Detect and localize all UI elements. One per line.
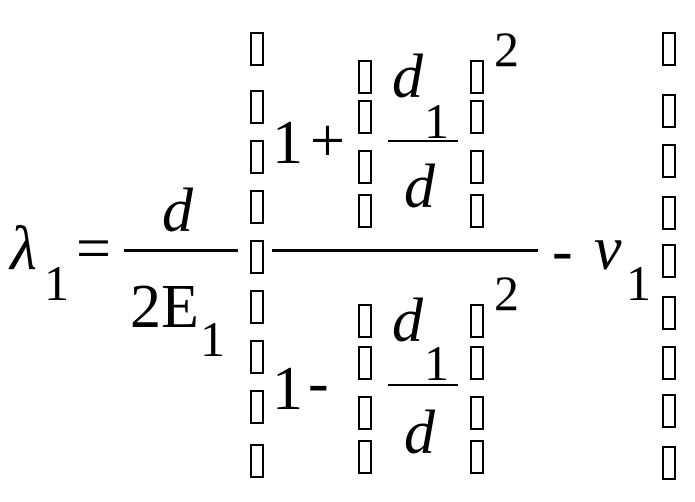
lambda-symbol: λ <box>10 215 37 283</box>
bracket-placeholder-box <box>470 440 484 474</box>
bracket-placeholder-box <box>358 194 372 228</box>
bracket-placeholder-box <box>250 140 264 174</box>
bracket-placeholder-box <box>250 32 264 66</box>
bracket-placeholder-box <box>662 144 676 178</box>
bracket-placeholder-box <box>250 190 264 224</box>
minus-sign: - <box>552 217 573 285</box>
bracket-placeholder-box <box>470 304 484 338</box>
bracket-placeholder-box <box>662 196 676 230</box>
bracket-placeholder-box <box>662 346 676 380</box>
upper-exponent: 2 <box>494 21 519 77</box>
bracket-placeholder-box <box>662 244 676 278</box>
bracket-placeholder-box <box>470 60 484 94</box>
bracket-placeholder-box <box>358 396 372 430</box>
bracket-placeholder-box <box>662 296 676 330</box>
lower-minus-sign: - <box>308 349 329 417</box>
lambda-subscript: 1 <box>44 255 69 311</box>
frac1-denominator: 2E <box>130 273 199 341</box>
frac1-bar <box>124 249 238 252</box>
lower-one: 1 <box>272 355 303 423</box>
bracket-placeholder-box <box>358 440 372 474</box>
bracket-placeholder-box <box>470 150 484 184</box>
bracket-placeholder-box <box>250 90 264 124</box>
nu-symbol: ν <box>594 215 622 283</box>
frac1-numerator: d <box>162 177 193 245</box>
bracket-placeholder-box <box>470 396 484 430</box>
upper-inner-numerator-subscript: 1 <box>424 93 449 149</box>
bracket-placeholder-box <box>250 444 264 478</box>
upper-inner-numerator-d: d <box>392 43 423 111</box>
upper-inner-frac-bar <box>388 140 458 142</box>
bracket-placeholder-box <box>358 100 372 134</box>
bracket-placeholder-box <box>662 394 676 428</box>
bracket-placeholder-box <box>250 390 264 424</box>
bracket-placeholder-box <box>470 346 484 380</box>
lower-exponent: 2 <box>494 265 519 321</box>
bracket-placeholder-box <box>358 304 372 338</box>
bracket-placeholder-box <box>358 346 372 380</box>
bracket-placeholder-box <box>358 60 372 94</box>
bracket-placeholder-box <box>470 100 484 134</box>
equals-sign: = <box>76 215 111 283</box>
bracket-placeholder-box <box>250 290 264 324</box>
bracket-placeholder-box <box>662 32 676 66</box>
lower-inner-numerator-d: d <box>392 287 423 355</box>
main-frac-bar <box>272 249 538 252</box>
frac1-denominator-subscript: 1 <box>200 311 225 367</box>
upper-inner-denominator-d: d <box>404 153 435 221</box>
bracket-placeholder-box <box>250 240 264 274</box>
bracket-placeholder-box <box>470 194 484 228</box>
upper-one: 1 <box>272 109 303 177</box>
bracket-placeholder-box <box>358 150 372 184</box>
lower-inner-numerator-subscript: 1 <box>424 335 449 391</box>
bracket-placeholder-box <box>662 94 676 128</box>
plus-sign: + <box>310 107 345 175</box>
bracket-placeholder-box <box>662 446 676 480</box>
bracket-placeholder-box <box>250 340 264 374</box>
nu-subscript: 1 <box>626 255 651 311</box>
lower-inner-denominator-d: d <box>404 399 435 467</box>
lower-inner-frac-bar <box>388 384 458 386</box>
